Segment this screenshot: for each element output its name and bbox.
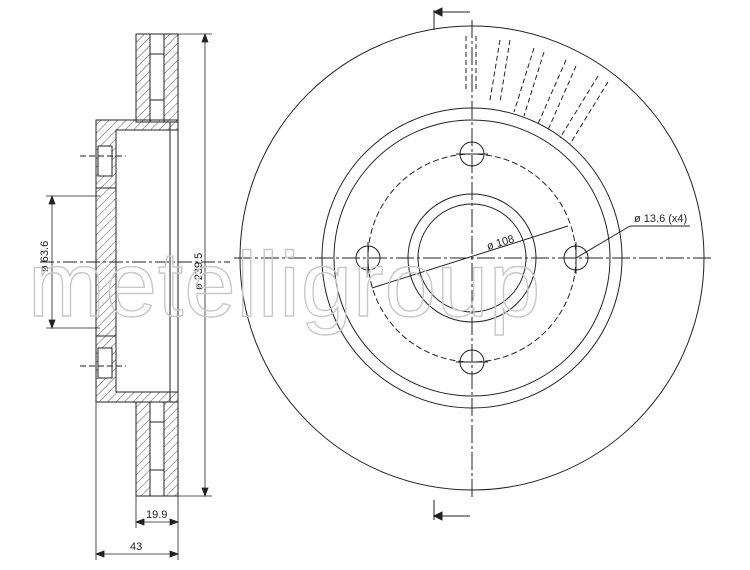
side-section-view xyxy=(40,33,230,497)
disc-thickness-label: 19.9 xyxy=(146,509,167,521)
overall-height-dimension xyxy=(94,402,180,560)
section-marker xyxy=(432,7,470,521)
outer-diameter-label: ø 239.5 xyxy=(193,253,205,290)
bolt-hole-leader xyxy=(575,225,631,259)
front-view xyxy=(234,20,714,500)
watermark-text: metelligroup xyxy=(28,234,541,336)
hub-bore-label: ø 63.6 xyxy=(39,241,51,272)
bolt-circle-diameter-line xyxy=(371,225,569,289)
bolt-hole-label: ø 13.6 (x4) xyxy=(634,213,687,225)
outer-diameter-dimension xyxy=(178,32,212,498)
disc-thickness-dimension xyxy=(134,496,180,528)
overall-height-label: 43 xyxy=(130,541,142,553)
hub-bore-dimension xyxy=(46,194,100,330)
hat-outer-circle xyxy=(333,119,611,397)
cooling-vanes xyxy=(465,36,609,145)
